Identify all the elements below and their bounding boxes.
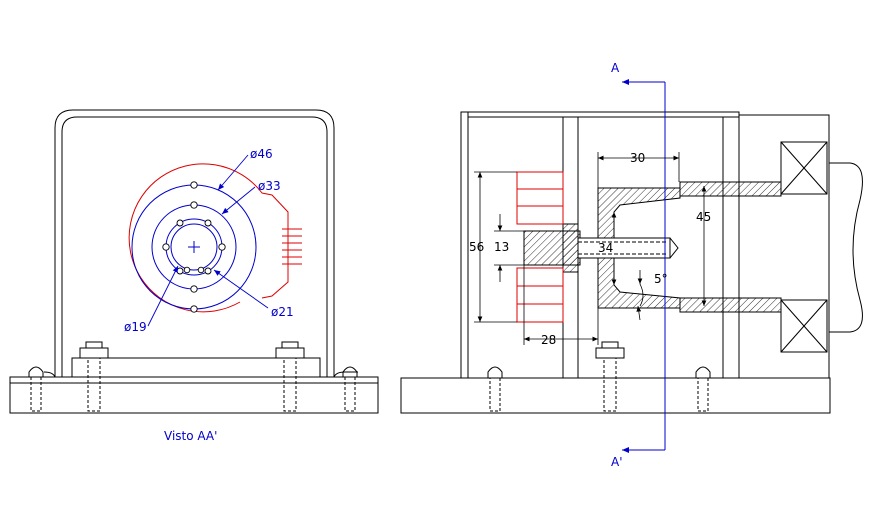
red-connector-pins	[282, 228, 302, 265]
left-base-plate	[9, 376, 379, 414]
left-screw-3	[275, 341, 305, 412]
dim5-arc	[639, 283, 644, 307]
left-screw-4	[342, 366, 358, 412]
label-d46: ø46	[250, 147, 273, 161]
label-d21: ø21	[271, 305, 294, 319]
tube-upper	[679, 181, 782, 197]
shaft-plate	[562, 223, 579, 273]
right-end-block	[738, 114, 830, 379]
label-dim45: 45	[696, 210, 711, 224]
label-dim28: 28	[541, 333, 556, 347]
leader-d46	[217, 154, 249, 191]
right-screw-2	[595, 341, 625, 412]
left-leaders	[147, 154, 269, 327]
tube-lower	[679, 297, 782, 313]
left-view	[9, 109, 379, 414]
red-outer-contour	[128, 163, 289, 313]
section-line	[622, 79, 666, 453]
left-red-flange	[128, 163, 302, 313]
left-frame-flange	[333, 371, 358, 378]
section-label-a-prime: A'	[611, 455, 623, 469]
dim5-arrow	[636, 305, 642, 321]
leader-d21	[213, 269, 269, 309]
left-screw-1	[28, 366, 44, 412]
left-bolt-holes	[162, 181, 226, 313]
right-dimensions	[474, 152, 707, 345]
belt-loop	[829, 162, 863, 333]
label-dim30: 30	[630, 151, 645, 165]
fin-block-bottom	[516, 267, 564, 323]
bearing-top	[780, 141, 828, 195]
leader-d19	[147, 265, 179, 327]
left-frame-outer	[54, 109, 335, 377]
left-inner-plate	[71, 357, 321, 378]
label-d33: ø33	[258, 179, 281, 193]
caption-vista: Visto AA'	[164, 429, 217, 443]
fin-block-top	[516, 171, 564, 225]
label-dim34: 34	[598, 241, 613, 255]
right-dim-labels: 30 45 56 13 34 5° 28	[469, 151, 711, 347]
bearing-bottom	[780, 299, 828, 353]
threaded-insert	[577, 237, 671, 259]
left-frame-flange-l	[43, 371, 56, 378]
left-frame-inner	[61, 116, 328, 377]
label-d19: ø19	[124, 320, 147, 334]
left-dim-labels: ø46 ø33 ø21 ø19	[124, 147, 294, 334]
leader-d33	[221, 186, 256, 215]
right-screw-3	[695, 366, 711, 412]
right-screw-1	[487, 366, 503, 412]
section-label-a: A	[611, 61, 620, 75]
label-dim13: 13	[494, 240, 509, 254]
label-dim56: 56	[469, 240, 484, 254]
left-screw-2	[79, 341, 109, 412]
label-dim5deg: 5°	[654, 272, 668, 286]
right-red-fins	[516, 171, 564, 323]
circle-d19	[170, 223, 218, 271]
nozzle-lower	[597, 257, 681, 309]
insert-tip	[669, 237, 679, 259]
nozzle-upper	[597, 187, 681, 239]
